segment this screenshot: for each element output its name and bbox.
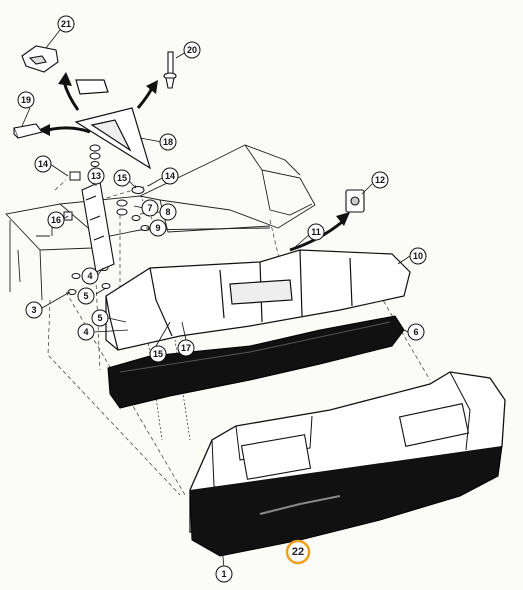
callout-13[interactable]: 13 (87, 167, 105, 185)
callout-21[interactable]: 21 (57, 15, 75, 33)
callout-label: 14 (38, 159, 48, 169)
callout-ring (17, 91, 35, 109)
callout-label: 1 (221, 569, 226, 579)
callout-14[interactable]: 14 (161, 167, 179, 185)
callout-label: 4 (87, 271, 92, 281)
reinforcement-bar-10 (105, 249, 411, 351)
callout-ring (371, 171, 389, 189)
callout-ring (159, 133, 177, 151)
callout-label: 15 (153, 349, 163, 359)
callout-ring (91, 309, 109, 327)
callout-ring (177, 339, 195, 357)
nut-12 (345, 189, 365, 213)
callout-10[interactable]: 10 (409, 247, 427, 265)
callout-15[interactable]: 15 (149, 345, 167, 363)
callout-19[interactable]: 19 (17, 91, 35, 109)
callout-label: 16 (51, 215, 61, 225)
callout-4[interactable]: 4 (77, 323, 95, 341)
callout-22-highlighted[interactable]: 22 (285, 539, 311, 565)
callout-ring (77, 287, 95, 305)
callout-ring (159, 203, 177, 221)
callout-label: 12 (375, 175, 385, 185)
callout-5[interactable]: 5 (77, 287, 95, 305)
callout-ring (307, 223, 325, 241)
callout-label: 3 (31, 305, 36, 315)
callout-ring (81, 267, 99, 285)
callout-label: 14 (165, 171, 175, 181)
callout-label: 6 (413, 327, 418, 337)
callout-ring (215, 565, 233, 583)
arrow-heads (38, 72, 350, 226)
callout-ring (77, 323, 95, 341)
cover-19 (13, 123, 43, 139)
clip-21 (21, 45, 59, 73)
bumper-cover-1 (189, 371, 506, 557)
lamp-opening-left (240, 434, 312, 480)
callout-label: 20 (187, 45, 197, 55)
callout-ring (149, 345, 167, 363)
callout-ring (183, 41, 201, 59)
callout-22-ring (285, 539, 311, 565)
callout-14[interactable]: 14 (34, 155, 52, 173)
callout-ring (47, 211, 65, 229)
lamp-opening-right (398, 403, 470, 447)
energy-absorber-6 (107, 315, 405, 409)
callout-label: 11 (311, 227, 321, 237)
callout-ring (113, 169, 131, 187)
callout-label: 8 (165, 207, 170, 217)
callout-ring (34, 155, 52, 173)
callout-4[interactable]: 4 (81, 267, 99, 285)
callout-ring (407, 323, 425, 341)
callout-5[interactable]: 5 (91, 309, 109, 327)
callout-9[interactable]: 9 (149, 219, 167, 237)
callout-label: 7 (147, 203, 152, 213)
callout-3[interactable]: 3 (25, 301, 43, 319)
callout-7[interactable]: 7 (141, 199, 159, 217)
callout-12[interactable]: 12 (371, 171, 389, 189)
callout-ring (409, 247, 427, 265)
leader-lines (21, 29, 411, 569)
callout-22-label: 22 (292, 546, 304, 558)
callout-ring (87, 167, 105, 185)
callout-16[interactable]: 16 (47, 211, 65, 229)
callout-ring (149, 219, 167, 237)
callout-8[interactable]: 8 (159, 203, 177, 221)
callout-1[interactable]: 1 (215, 565, 233, 583)
callout-18[interactable]: 18 (159, 133, 177, 151)
callout-ring (25, 301, 43, 319)
callout-20[interactable]: 20 (183, 41, 201, 59)
callout-ring (57, 15, 75, 33)
upper-bracket-18 (74, 79, 152, 170)
callout-15[interactable]: 15 (113, 169, 131, 187)
callout-17[interactable]: 17 (177, 339, 195, 357)
pushpin-20 (163, 51, 177, 89)
side-bracket-13 (81, 181, 115, 273)
callout-ring (161, 167, 179, 185)
callout-label: 5 (83, 291, 88, 301)
callout-label: 15 (117, 173, 127, 183)
callout-6[interactable]: 6 (407, 323, 425, 341)
callout-label: 19 (21, 95, 31, 105)
callout-label: 17 (181, 343, 191, 353)
callout-label: 9 (155, 223, 160, 233)
callout-label: 10 (413, 251, 423, 261)
callout-label: 5 (97, 313, 102, 323)
callout-ring (141, 199, 159, 217)
callout-label: 13 (91, 171, 101, 181)
callout-label: 21 (61, 19, 71, 29)
callout-11[interactable]: 11 (307, 223, 325, 241)
callout-label: 4 (83, 327, 88, 337)
callout-label: 18 (163, 137, 173, 147)
